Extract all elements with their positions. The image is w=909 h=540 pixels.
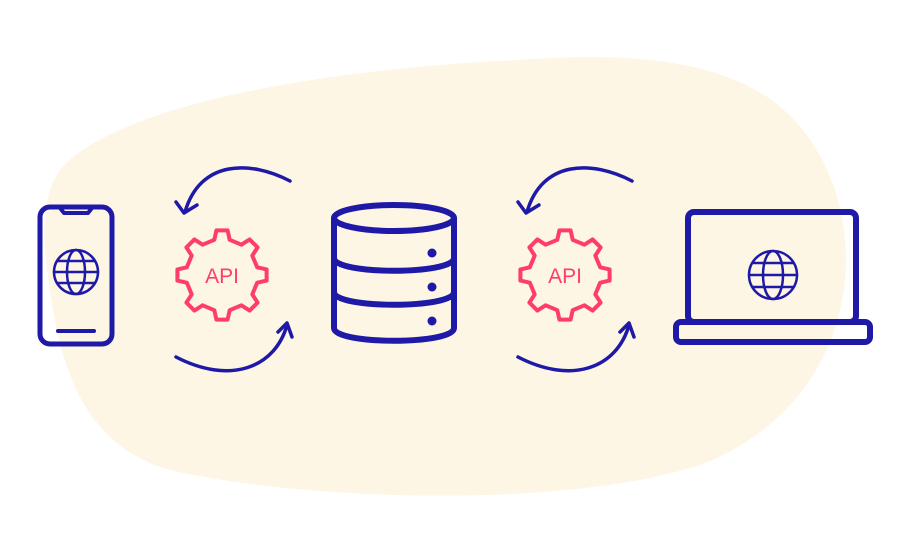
arrow-left-icon [174, 166, 292, 215]
globe-icon [747, 249, 799, 301]
globe-icon [52, 248, 100, 296]
api-label: API [548, 265, 582, 288]
arrow-right-icon [516, 321, 636, 373]
mobile-phone-icon [37, 204, 115, 347]
gear-icon [175, 228, 269, 322]
laptop-icon [673, 209, 873, 345]
api-label: API [205, 265, 239, 288]
database-icon [331, 202, 457, 344]
arrow-left-icon [516, 166, 634, 215]
arrow-right-icon [174, 321, 294, 373]
gear-icon [518, 228, 612, 322]
background-blob [44, 57, 846, 496]
api-gear-2: API [518, 228, 612, 322]
api-gear-1: API [175, 228, 269, 322]
